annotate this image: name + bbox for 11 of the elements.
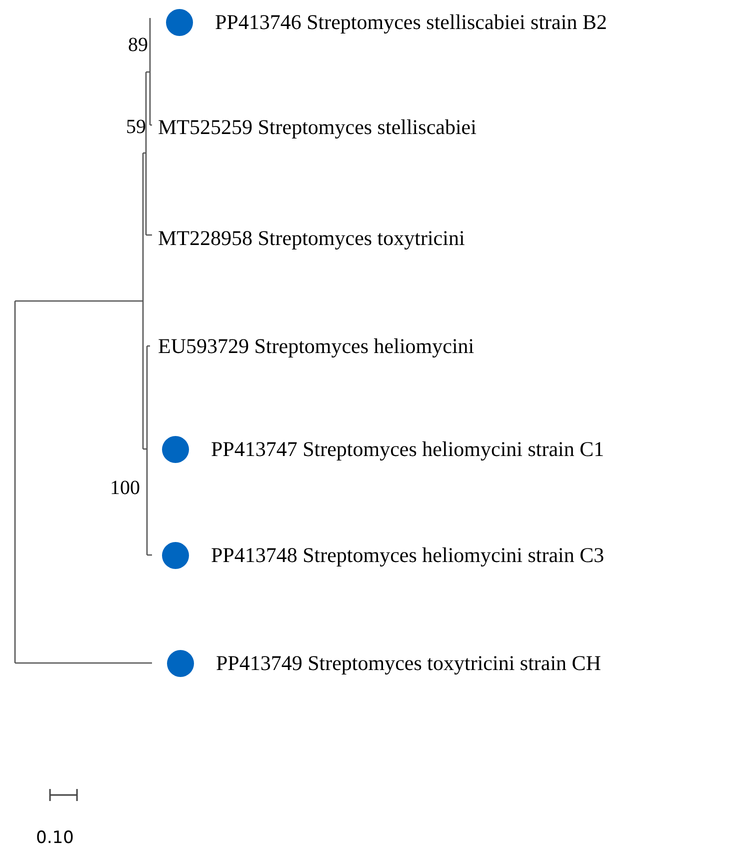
taxon-label: PP413748 Streptomyces heliomycini strain C3: [211, 542, 604, 569]
taxon-label: MT525259 Streptomyces stelliscabiei: [158, 114, 476, 141]
bootstrap-value: 89: [127, 33, 148, 58]
scale-value: 0.10: [36, 827, 75, 850]
bootstrap-value: 59: [125, 115, 146, 140]
taxon-label: PP413747 Streptomyces heliomycini strain C1: [211, 436, 604, 463]
taxon-label: PP413746 Streptomyces stelliscabiei strain B2: [215, 9, 607, 36]
taxon-label: MT228958 Streptomyces toxytricini: [158, 225, 465, 252]
taxon-label: EU593729 Streptomyces heliomycini: [158, 333, 474, 360]
bootstrap-value: 100: [109, 476, 140, 501]
taxon-label: PP413749 Streptomyces toxytricini strain CH: [216, 650, 601, 677]
